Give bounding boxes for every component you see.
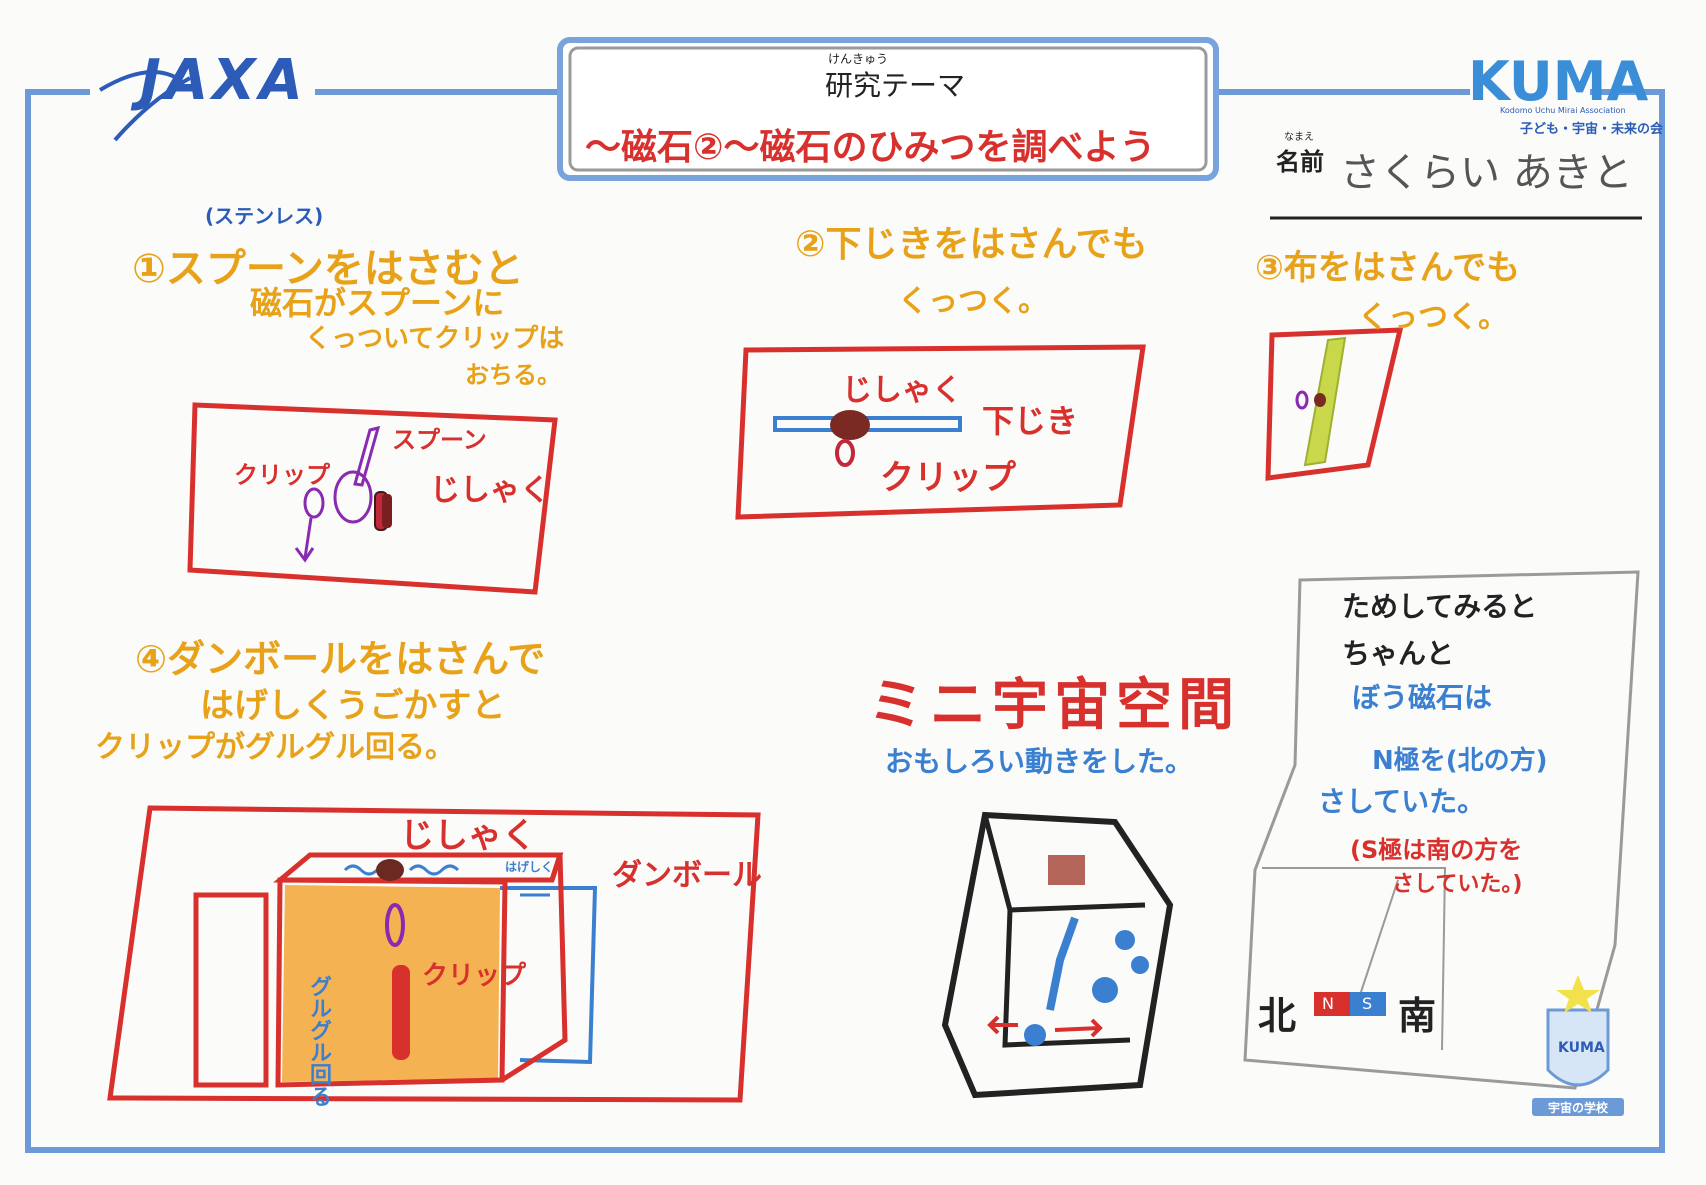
mini-space-caption: おもしろい動きをした。 bbox=[885, 745, 1194, 778]
s2-label-board: 下じき bbox=[982, 402, 1079, 440]
s4-back-face bbox=[193, 892, 269, 1088]
s4-box-front bbox=[275, 877, 508, 1088]
theme-text: 〜磁石②〜磁石のひみつを調べよう bbox=[585, 127, 1156, 168]
s4-spinning-clip bbox=[392, 965, 410, 1060]
s1-clip bbox=[303, 487, 325, 519]
s4-label-cardboard: ダンボール bbox=[612, 858, 762, 893]
s1-magnet-back bbox=[382, 494, 392, 528]
kuma-badge-ribbon bbox=[1532, 1098, 1624, 1116]
s4-label-magnet: じしゃく bbox=[400, 816, 536, 856]
s2-label-magnet: じしゃく bbox=[842, 373, 962, 408]
kuma-badge-star bbox=[1556, 975, 1600, 1013]
s4-label-clip: クリップ bbox=[422, 961, 527, 991]
bar-magnet-s bbox=[1350, 992, 1386, 1016]
s4-cardboard bbox=[500, 886, 598, 1065]
mini-device-blue-strip bbox=[1046, 916, 1079, 1011]
outer-frame bbox=[25, 89, 1665, 1153]
s1-spoon-bowl bbox=[333, 470, 373, 524]
exp-line2: ちゃんと bbox=[1342, 637, 1455, 670]
s4-waves bbox=[343, 864, 550, 897]
s1-clip-fall-arrow bbox=[294, 547, 315, 563]
s2-label-clip: クリップ bbox=[880, 458, 1016, 498]
theme-box-inner bbox=[568, 46, 1208, 172]
s1-label-magnet: じしゃく bbox=[430, 473, 550, 508]
exp-panel bbox=[1243, 570, 1640, 1090]
kuma-badge-shield bbox=[1546, 1008, 1610, 1087]
s1-line4: おちる。 bbox=[465, 361, 561, 389]
s2-magnet bbox=[830, 410, 870, 440]
s1-label-clip: クリップ bbox=[234, 461, 330, 489]
kuma-logo: KUMA bbox=[1468, 50, 1649, 113]
exp-line1: ためしてみると bbox=[1342, 590, 1538, 623]
s4-magnet bbox=[376, 859, 404, 881]
s4-orange-fill bbox=[282, 885, 500, 1082]
s3-box bbox=[1265, 327, 1404, 481]
jaxa-logo: JAXA bbox=[140, 48, 307, 113]
mini-ball-2 bbox=[1131, 956, 1149, 974]
mini-ball-1 bbox=[1115, 930, 1135, 950]
s3-magnet bbox=[1314, 393, 1326, 407]
name-label: 名前 bbox=[1276, 148, 1324, 176]
exp-line3: ぼう磁石は bbox=[1352, 681, 1493, 714]
s4-clip bbox=[385, 903, 405, 947]
s1-line3: くっついてクリップは bbox=[305, 324, 565, 354]
name-ruby: なまえ bbox=[1284, 132, 1314, 143]
name-value: さくらい あきと bbox=[1340, 150, 1633, 196]
mini-ball-3 bbox=[1092, 977, 1118, 1003]
magnet-n-label: N bbox=[1322, 994, 1334, 1013]
bar-magnet-n bbox=[1314, 992, 1350, 1016]
s1-line2: 磁石がスプーンに bbox=[250, 284, 505, 322]
compass-north: 北 bbox=[1258, 994, 1297, 1038]
mini-ball-4 bbox=[1024, 1024, 1046, 1046]
mini-arrow-right bbox=[1054, 1018, 1103, 1038]
theme-label: 研究テーマ bbox=[825, 69, 966, 102]
s1-clip-fall-line bbox=[303, 517, 313, 559]
s4-line2: はげしくうごかすと bbox=[200, 686, 506, 726]
s3-line1: ③布をはさんでも bbox=[1255, 248, 1521, 288]
jaxa-swoosh bbox=[98, 70, 191, 142]
s4-line3: クリップがグルグル回る。 bbox=[95, 730, 455, 765]
theme-ruby: けんきゅう bbox=[828, 52, 889, 66]
s1-line1: ①スプーンをはさむと bbox=[132, 246, 524, 292]
s4-box bbox=[107, 805, 761, 1103]
s4-label-spin: グルグル回る bbox=[306, 975, 331, 1107]
s2-line1: ②下じきをはさんでも bbox=[795, 224, 1148, 265]
exp-line5: さしていた。 bbox=[1318, 785, 1486, 818]
s1-label-spoon: スプーン bbox=[392, 426, 487, 454]
mini-space-title: ミニ宇宙空間 bbox=[868, 673, 1240, 738]
exp-string bbox=[1262, 867, 1447, 1051]
magnet-s-label: S bbox=[1362, 994, 1373, 1013]
kuma-badge-label: KUMA bbox=[1558, 1040, 1605, 1056]
mini-device-inner bbox=[982, 814, 1146, 1048]
exp-line4: N極を(北の方) bbox=[1372, 746, 1548, 776]
kuma-subtitle: Kodomo Uchu Mirai Association bbox=[1500, 106, 1626, 115]
s2-clip bbox=[835, 439, 855, 467]
mini-device-top-part bbox=[1048, 855, 1085, 885]
s4-line1: ④ダンボールをはさんで bbox=[135, 637, 546, 681]
s2-line2: くっつく。 bbox=[898, 284, 1048, 319]
s1-note: (ステンレス) bbox=[205, 204, 324, 228]
compass-south: 南 bbox=[1398, 994, 1437, 1038]
s1-box bbox=[187, 402, 558, 595]
exp-line7: さしていた。) bbox=[1392, 872, 1523, 897]
s3-line2: くっつく。 bbox=[1358, 300, 1508, 335]
s2-box bbox=[735, 344, 1146, 520]
s3-clip bbox=[1295, 390, 1309, 410]
s4-label-small: はげしく bbox=[505, 860, 554, 874]
kuma-badge-caption: 宇宙の学校 bbox=[1548, 1101, 1609, 1115]
kuma-japanese: 子ども・宇宙・未来の会 bbox=[1520, 122, 1664, 137]
exp-line6: (S極は南の方を bbox=[1350, 836, 1523, 864]
mini-arrow-left bbox=[987, 1015, 1018, 1035]
mini-device-outline bbox=[941, 811, 1174, 1099]
s1-spoon-handle bbox=[353, 425, 381, 487]
s4-box-side bbox=[500, 854, 568, 1083]
